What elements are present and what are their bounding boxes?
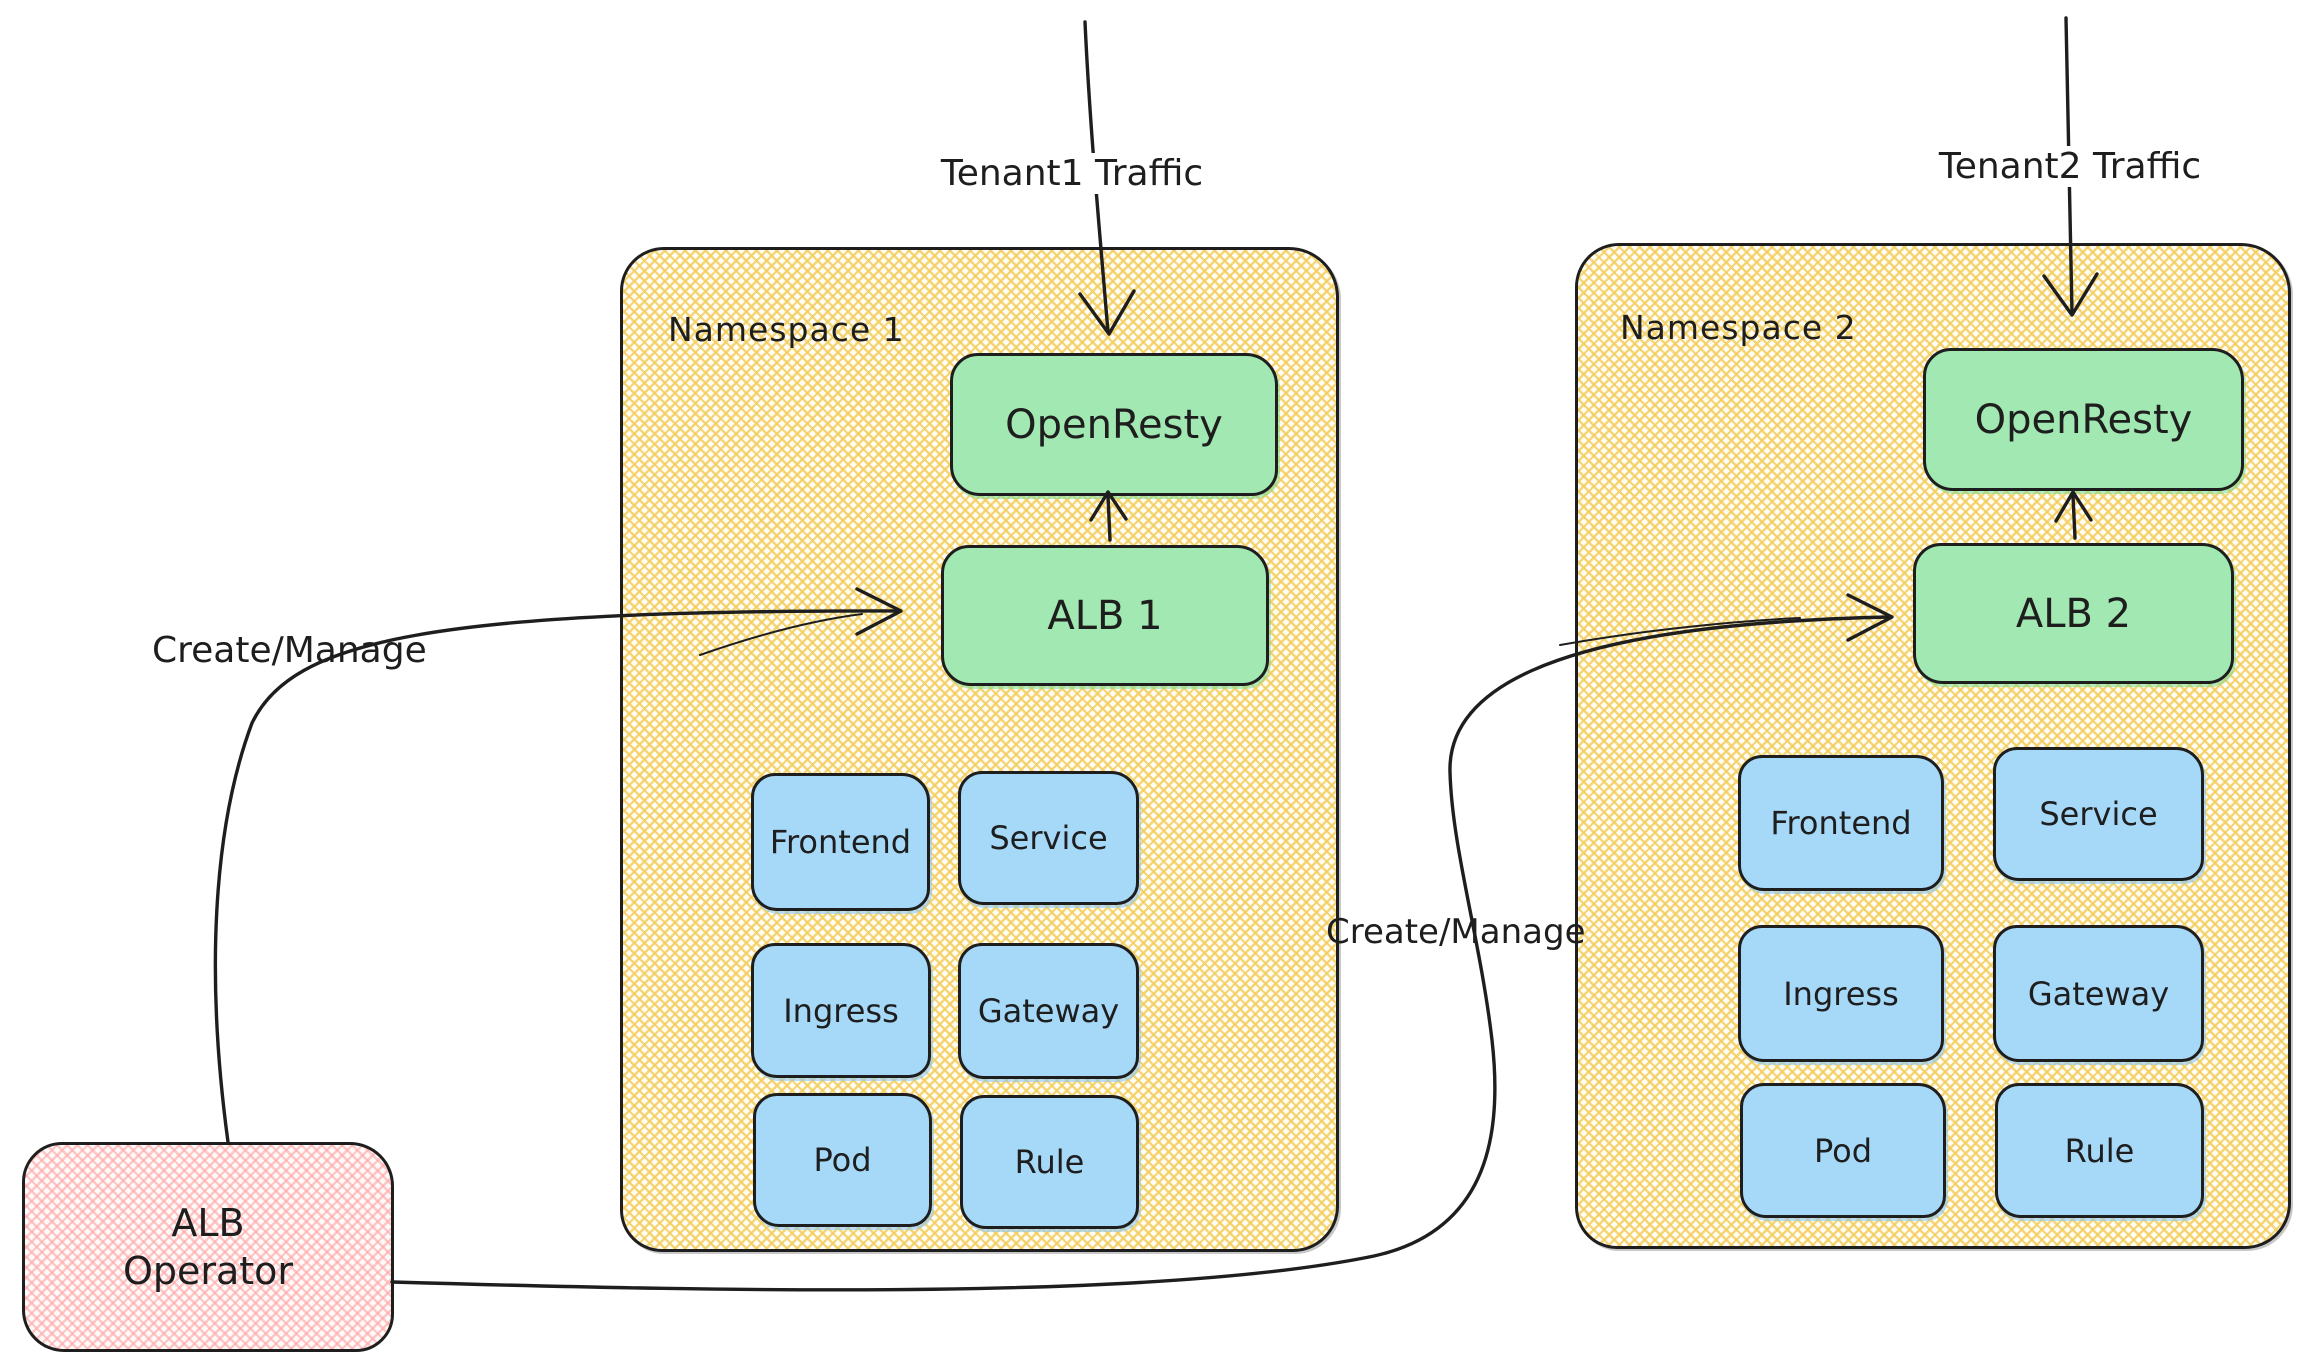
namespace-2-title: Namespace 2 — [1620, 308, 1857, 347]
frontend-box-ns2: Frontend — [1738, 755, 1944, 891]
pod-box-ns2: Pod — [1740, 1083, 1946, 1218]
namespace-2-container: Namespace 2 OpenResty ALB 2 Frontend Ser… — [1575, 243, 2291, 1249]
tenant1-traffic-label: Tenant1 Traffic — [930, 153, 1214, 194]
openresty-box-ns1: OpenResty — [950, 353, 1278, 496]
create-manage-right-label: Create/Manage — [1326, 912, 1586, 952]
ingress-box-ns2: Ingress — [1738, 925, 1944, 1062]
namespace-1-container: Namespace 1 OpenResty ALB 1 Frontend Ser… — [620, 247, 1339, 1252]
openresty-box-ns2: OpenResty — [1923, 348, 2244, 491]
service-box-ns2: Service — [1993, 747, 2204, 881]
alb-operator-box: ALB Operator — [22, 1142, 394, 1352]
alb-operator-label-line2: Operator — [122, 1249, 294, 1293]
alb-operator-label-line1: ALB — [171, 1201, 245, 1245]
ingress-box-ns1: Ingress — [751, 943, 931, 1078]
alb1-box: ALB 1 — [941, 545, 1269, 686]
pod-box-ns1: Pod — [753, 1093, 932, 1227]
service-box-ns1: Service — [958, 771, 1139, 905]
gateway-box-ns2: Gateway — [1993, 925, 2204, 1062]
frontend-box-ns1: Frontend — [751, 773, 930, 911]
alb2-box: ALB 2 — [1913, 543, 2234, 684]
gateway-box-ns1: Gateway — [958, 943, 1139, 1079]
rule-box-ns2: Rule — [1995, 1083, 2204, 1218]
tenant2-traffic-label: Tenant2 Traffic — [1928, 146, 2212, 187]
create-manage-left-label: Create/Manage — [152, 630, 427, 671]
rule-box-ns1: Rule — [960, 1095, 1139, 1229]
namespace-1-title: Namespace 1 — [668, 310, 905, 349]
